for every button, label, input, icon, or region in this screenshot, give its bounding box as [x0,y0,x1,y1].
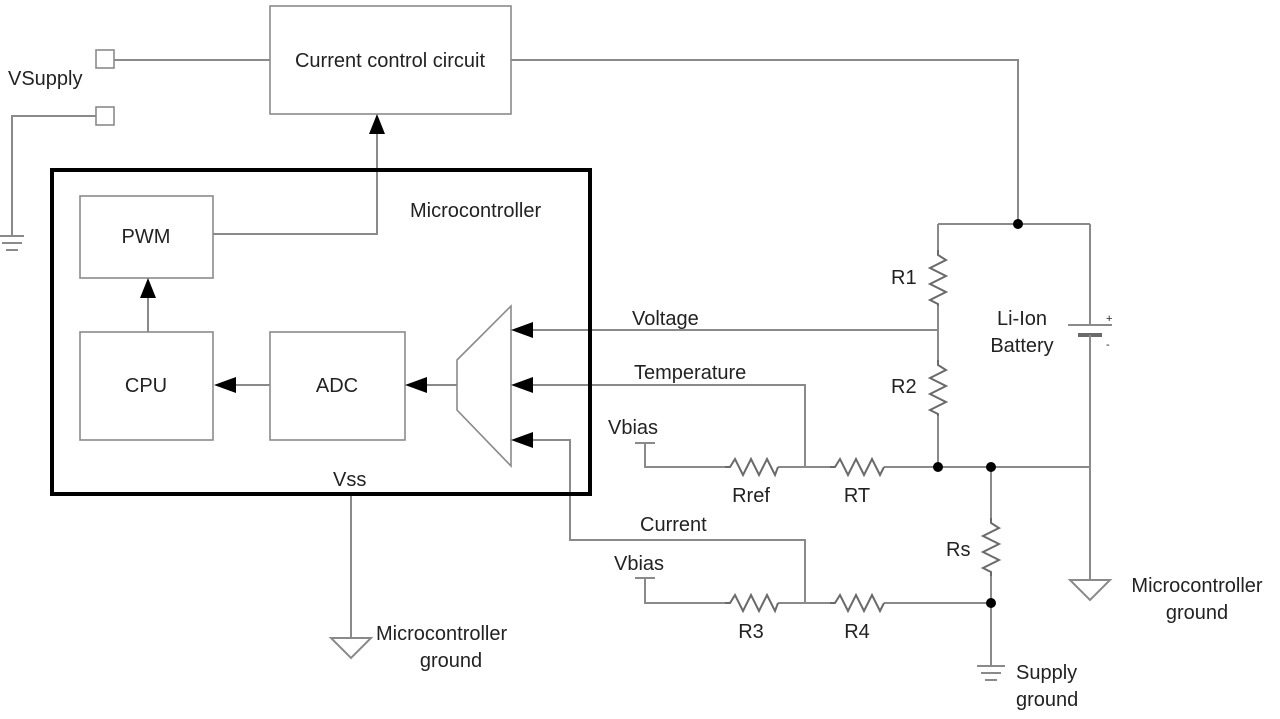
junction-dot [1013,219,1023,229]
resistor-rt [830,456,885,478]
pwm-block: PWM [79,195,214,279]
resistor-rref [725,456,779,478]
mcu-ground-left-line1: Microcontroller [376,623,507,645]
supply-ground-line1: Supply [1016,662,1077,684]
r4-label: R4 [844,621,870,643]
arrow-to-adc [405,377,427,393]
multiplexer [456,304,512,468]
r1-label: R1 [891,267,917,289]
mcu-ground-right-line2: ground [1166,602,1228,624]
vbias-bottom-label: Vbias [614,553,664,575]
current-control-block: Current control circuit [269,5,512,115]
junction-dot [986,462,996,472]
arrow-voltage-in [511,322,533,338]
battery-minus: - [1106,339,1110,351]
vsupply-terminal-bottom [95,106,115,126]
current-control-label: Current control circuit [295,50,486,72]
voltage-label: Voltage [632,308,699,330]
current-label: Current [640,514,707,536]
resistor-r4 [830,592,885,614]
microcontroller-boundary [50,168,592,496]
earth-ground-left [0,235,24,251]
resistor-rs [980,518,1002,576]
microcontroller-label: Microcontroller [410,200,541,222]
supply-ground [977,665,1005,681]
temperature-label: Temperature [634,362,746,384]
adc-label: ADC [316,375,358,397]
mcu-ground-right-line1: Microcontroller [1131,575,1262,597]
junction-dots [933,219,1023,608]
resistor-r3 [725,592,779,614]
supply-ground-line2: ground [1016,689,1078,711]
resistor-r1 [927,250,949,306]
arrow-to-current-control [369,114,385,134]
arrowheads [140,114,533,448]
pwm-label: PWM [122,226,171,248]
mcu-ground-left [328,637,374,660]
vbias-top-label: Vbias [608,417,658,439]
mcu-ground-right [1067,579,1113,602]
r3-label: R3 [738,621,764,643]
wires [11,59,1091,666]
r2-label: R2 [891,376,917,398]
arrow-to-pwm [140,278,156,298]
battery-label-line2: Battery [990,335,1053,357]
cpu-label: CPU [125,375,167,397]
battery-symbol: + - [1068,313,1112,351]
rs-label: Rs [946,539,970,561]
arrow-current-in [511,432,533,448]
junction-dot [986,598,996,608]
arrow-to-cpu [214,377,236,393]
battery-label-line1: Li-Ion [997,308,1047,330]
junction-dot [933,462,943,472]
mcu-ground-left-line2: ground [420,650,482,672]
cpu-block: CPU [79,331,214,441]
rt-label: RT [844,485,870,507]
arrow-temperature-in [511,377,533,393]
vsupply-label: VSupply [8,68,83,90]
battery-plus: + [1106,313,1112,325]
adc-block: ADC [269,331,406,441]
resistor-r2 [927,360,949,416]
vss-label: Vss [333,469,366,491]
rref-label: Rref [732,485,770,507]
vsupply-terminal-top [95,49,115,69]
